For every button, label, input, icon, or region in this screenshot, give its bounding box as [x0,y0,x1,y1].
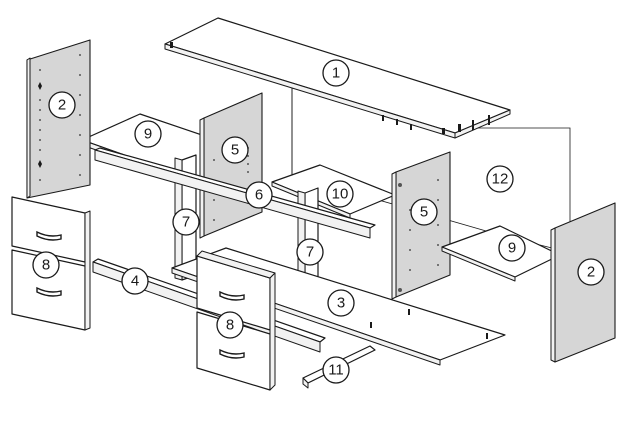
rail-middle [94,147,376,239]
svg-text:6: 6 [255,187,263,204]
callout-11: 11 [322,356,350,384]
callout-5-right: 5 [410,198,438,226]
callout-1: 1 [322,59,350,87]
svg-text:4: 4 [131,273,139,290]
svg-text:7: 7 [182,214,190,231]
svg-text:2: 2 [587,264,595,281]
divider-left [199,92,263,239]
callout-2-left: 2 [48,91,76,119]
svg-text:10: 10 [332,186,349,203]
callout-10: 10 [326,180,354,208]
svg-text:5: 5 [420,204,428,221]
callout-4: 4 [121,267,149,295]
callout-8-left: 8 [32,251,60,279]
callout-7-left: 7 [172,208,200,236]
callout-12: 12 [486,165,514,193]
callout-8-middle: 8 [216,311,244,339]
left-side-holes [39,54,81,181]
callout-5-left: 5 [221,136,249,164]
callout-6: 6 [245,181,273,209]
svg-text:8: 8 [42,257,50,274]
side-panel-left [26,39,91,199]
divider-right [391,151,451,300]
callout-3: 3 [327,289,355,317]
drawers-middle [196,250,276,391]
callout-7-right: 7 [296,238,324,266]
svg-text:9: 9 [144,126,152,143]
svg-text:11: 11 [328,362,344,379]
svg-text:3: 3 [337,295,345,312]
svg-text:8: 8 [226,317,234,334]
svg-text:5: 5 [231,142,239,159]
svg-text:2: 2 [58,97,66,114]
svg-text:12: 12 [492,171,509,188]
callout-2-right: 2 [577,258,605,286]
svg-text:9: 9 [508,240,516,257]
callout-9-left: 9 [134,120,162,148]
svg-text:7: 7 [306,244,314,261]
callout-9-right: 9 [498,234,526,262]
drawers-left [11,196,91,331]
svg-text:1: 1 [332,65,340,82]
